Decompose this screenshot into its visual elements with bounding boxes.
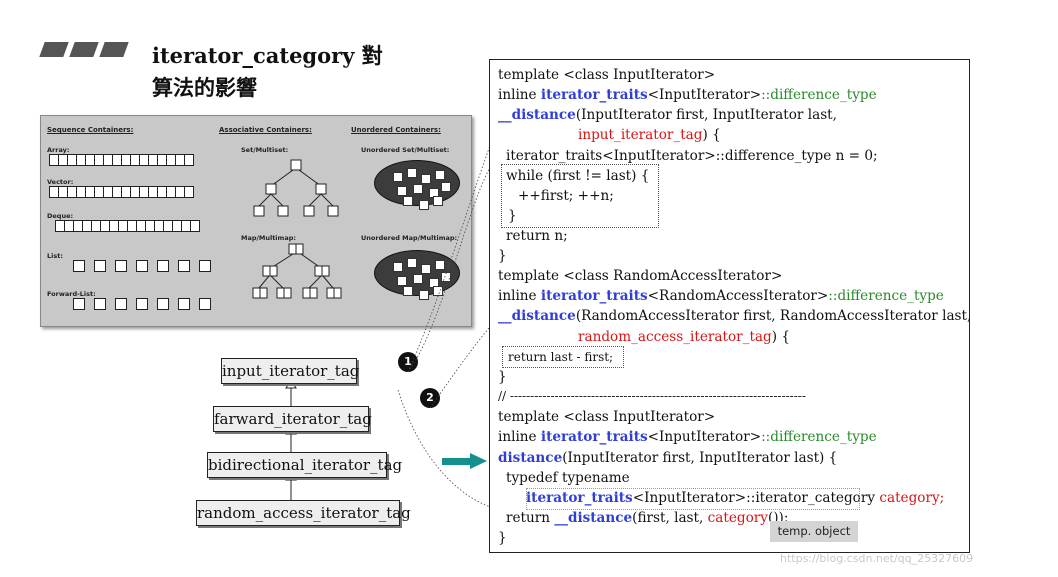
return-highlight-box (502, 346, 624, 368)
forward-list-node (94, 298, 106, 310)
code-panel: template <class InputIterator> inline it… (489, 59, 972, 553)
sequence-header: Sequence Containers: (47, 126, 134, 134)
step-badge-2: 2 (420, 388, 440, 408)
code-line: // -------------------------------------… (498, 389, 806, 403)
hash-bucket (419, 290, 429, 300)
bidirectional-iterator-tag-box: bidirectional_iterator_tag (207, 452, 402, 478)
unordered-map-label: Unordered Map/Multimap: (361, 234, 458, 242)
list-node (73, 260, 85, 272)
code-line: ++first; ++n; (518, 188, 614, 204)
code-line: input_iterator_tag) { (578, 127, 721, 143)
deque-label: Deque: (47, 212, 74, 220)
list-node (136, 260, 148, 272)
code-line: } (498, 369, 507, 385)
deque-cell (190, 220, 200, 232)
list-node (94, 260, 106, 272)
map-tree (252, 243, 342, 299)
hash-bucket (421, 174, 431, 184)
list-node (199, 260, 211, 272)
hash-bucket (421, 264, 431, 274)
loop-highlight-box (501, 164, 659, 228)
watermark-url: https://blog.csdn.net/qq_25327609 (780, 552, 974, 565)
code-line: } (498, 248, 507, 264)
forward-list-label: Forward-List: (47, 290, 96, 298)
code-line: while (first != last) { (506, 168, 650, 184)
containers-diagram: Sequence Containers: Associative Contain… (40, 115, 472, 327)
forward-list-node (157, 298, 169, 310)
hash-bucket (413, 184, 423, 194)
hash-bucket (441, 182, 451, 192)
forward-list-node (199, 298, 211, 310)
hash-bucket (397, 186, 407, 196)
code-line: return __distance(first, last, category(… (506, 510, 789, 526)
array-label: Array: (47, 146, 70, 154)
hash-bucket (433, 286, 443, 296)
random-access-iterator-tag-box: random_access_iterator_tag (196, 500, 411, 526)
code-line: __distance(InputIterator first, InputIte… (498, 107, 837, 123)
hash-bucket (403, 196, 413, 206)
code-line: __distance(RandomAccessIterator first, R… (498, 308, 972, 324)
list-node (157, 260, 169, 272)
hash-bucket (393, 172, 403, 182)
code-line: template <class InputIterator> (498, 409, 716, 425)
hash-bucket (433, 196, 443, 206)
step-badge-1: 1 (398, 352, 418, 372)
forward-list-node (115, 298, 127, 310)
code-line: } (498, 530, 507, 546)
code-line: template <class RandomAccessIterator> (498, 268, 783, 284)
hash-bucket (407, 258, 417, 268)
code-line: random_access_iterator_tag) { (578, 329, 791, 345)
code-line: inline iterator_traits<InputIterator>::d… (498, 87, 877, 103)
forward-list-node (178, 298, 190, 310)
hash-bucket (435, 170, 445, 180)
map-label: Map/Multimap: (241, 234, 296, 242)
code-line: } (508, 208, 517, 224)
code-line: template <class InputIterator> (498, 67, 716, 83)
hash-bucket (413, 274, 423, 284)
hash-bucket (403, 286, 413, 296)
vector-label: Vector: (47, 178, 74, 186)
code-line: inline iterator_traits<RandomAccessItera… (498, 288, 944, 304)
hash-bucket (407, 168, 417, 178)
code-line: typedef typename (506, 470, 630, 486)
code-line: inline iterator_traits<InputIterator>::d… (498, 429, 877, 445)
hash-bucket (441, 272, 451, 282)
array-cell (184, 154, 194, 166)
associative-header: Associative Containers: (219, 126, 312, 134)
set-tree (253, 159, 339, 217)
code-line: return n; (506, 228, 568, 244)
hash-bucket (397, 276, 407, 286)
page-subtitle: 算法的影響 (152, 75, 257, 100)
category-highlight-box (526, 488, 860, 510)
hash-bucket (393, 262, 403, 272)
hash-bucket (419, 200, 429, 210)
list-node (115, 260, 127, 272)
unordered-set-label: Unordered Set/Multiset: (361, 146, 450, 154)
input-iterator-tag-box: input_iterator_tag (221, 358, 359, 384)
vector-cell (184, 186, 194, 198)
set-label: Set/Multiset: (241, 146, 289, 154)
unordered-header: Unordered Containers: (351, 126, 441, 134)
forward-iterator-tag-box: farward_iterator_tag (213, 406, 372, 432)
list-node (178, 260, 190, 272)
forward-list-node (73, 298, 85, 310)
forward-list-node (136, 298, 148, 310)
code-line: distance(InputIterator first, InputItera… (498, 450, 838, 466)
page-title: iterator_category 對 (152, 43, 383, 68)
list-label: List: (47, 252, 63, 260)
code-line: iterator_traits<InputIterator>::differen… (506, 148, 878, 164)
temp-object-label: temp. object (770, 521, 858, 542)
hash-bucket (435, 260, 445, 270)
code-line: return last - first; (508, 350, 614, 364)
code-line: iterator_traits<InputIterator>::iterator… (526, 490, 945, 506)
